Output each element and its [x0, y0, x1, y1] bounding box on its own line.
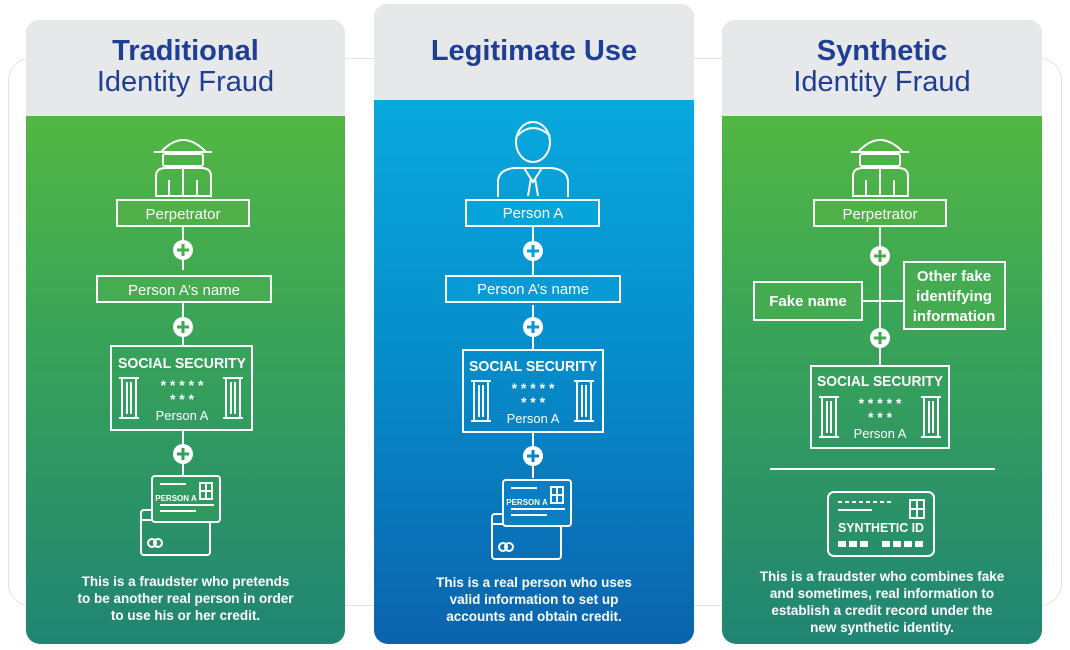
plus-icon	[870, 328, 890, 348]
ss-title: SOCIAL SECURITY	[817, 373, 943, 390]
plus-icon	[173, 240, 193, 260]
plus-icon	[870, 246, 890, 266]
legitimate-caption: This is a real person who uses valid inf…	[436, 575, 632, 624]
other-info-box	[903, 261, 1006, 330]
ss-person: Person A	[507, 411, 560, 426]
ss-stars: * * *	[868, 409, 893, 425]
ss-person: Person A	[854, 426, 907, 441]
name-box	[96, 275, 272, 303]
traditional-fraud-panel: Traditional Identity Fraud	[26, 20, 345, 644]
synthetic-header: Synthetic Identity Fraud	[722, 20, 1042, 116]
synthetic-caption: This is a fraudster who combines fake an…	[759, 569, 1005, 635]
other-info-label: Other fake	[917, 268, 991, 285]
credit-cards-icon	[491, 479, 572, 560]
synthetic-title-bold: Synthetic	[816, 35, 948, 67]
name-label: Person A’s name	[128, 282, 240, 299]
ss-stars: * * *	[521, 394, 546, 410]
synthetic-id-label: SYNTHETIC ID	[838, 520, 924, 535]
perpetrator-box	[813, 199, 947, 227]
fake-name-label: Fake name	[769, 293, 847, 310]
card-label: PERSON A	[155, 494, 197, 503]
traditional-caption: This is a fraudster who pretends to be a…	[77, 574, 294, 623]
ss-stars: * * * * *	[859, 395, 902, 411]
plus-icon	[523, 241, 543, 261]
synthetic-title-rest: Identity Fraud	[793, 66, 971, 98]
legitimate-header: Legitimate Use	[374, 4, 694, 100]
plus-icon	[523, 317, 543, 337]
person-label: Person A	[503, 205, 564, 222]
social-security-card	[110, 345, 253, 431]
legitimate-title: Legitimate Use	[430, 35, 638, 67]
social-security-card	[810, 365, 950, 449]
perpetrator-label: Perpetrator	[145, 206, 220, 223]
perpetrator-icon	[154, 139, 212, 197]
other-info-label: information	[913, 308, 996, 325]
social-security-card	[462, 349, 604, 433]
name-label: Person A’s name	[477, 281, 589, 298]
plus-icon	[173, 444, 193, 464]
legitimate-use-panel: Legitimate Use	[374, 4, 694, 644]
synthetic-fraud-panel: Synthetic Identity Fraud	[722, 20, 1042, 644]
traditional-flow-diagram: Perpetrator Person A’s name SOCIAL SECUR…	[96, 139, 272, 556]
ss-stars: * * * * *	[512, 380, 555, 396]
other-info-label: identifying	[916, 288, 992, 305]
perpetrator-icon	[851, 139, 909, 197]
ss-stars: * * *	[170, 391, 195, 407]
ss-title: SOCIAL SECURITY	[118, 355, 246, 372]
perpetrator-label: Perpetrator	[842, 206, 917, 223]
name-box	[445, 275, 621, 303]
traditional-title-rest: Identity Fraud	[96, 66, 275, 98]
ss-person: Person A	[156, 408, 209, 423]
ss-stars: * * * * *	[161, 377, 204, 393]
card-label: PERSON A	[506, 498, 548, 507]
synthetic-flow-diagram: Perpetrator Fake name Other fake identif…	[753, 139, 1006, 557]
traditional-header: Traditional Identity Fraud	[26, 20, 345, 116]
person-icon	[497, 121, 569, 197]
fake-name-box	[753, 281, 863, 321]
person-box	[465, 199, 600, 227]
synthetic-id-card-icon	[827, 491, 935, 557]
plus-icon	[523, 446, 543, 466]
plus-icon	[173, 317, 193, 337]
credit-cards-icon	[140, 475, 221, 556]
perpetrator-box	[116, 199, 250, 227]
ss-title: SOCIAL SECURITY	[469, 358, 597, 375]
legitimate-flow-diagram: Person A Person A’s name SOCIAL SECURITY…	[445, 121, 621, 560]
traditional-title-bold: Traditional	[112, 35, 259, 67]
